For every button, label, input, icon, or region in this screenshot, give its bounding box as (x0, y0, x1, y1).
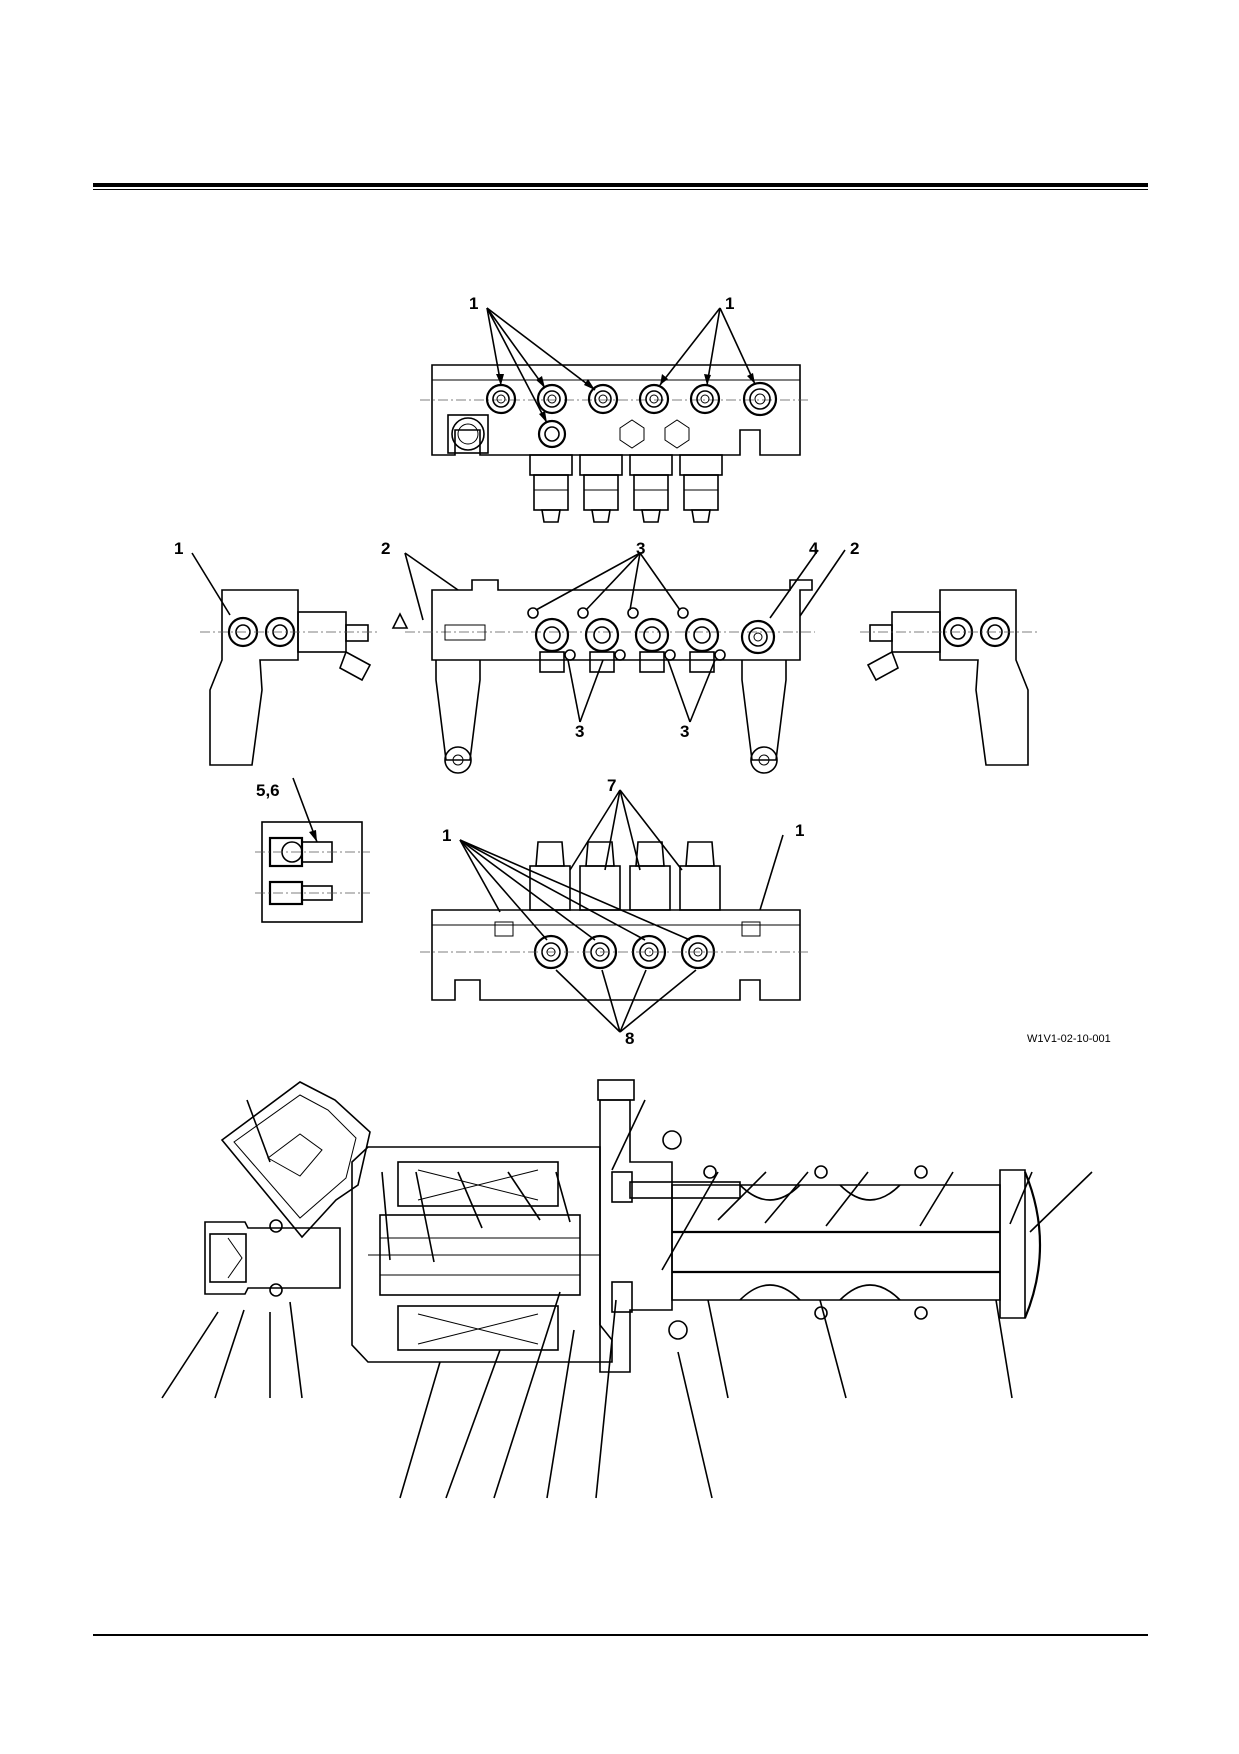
callout-ports-top-left: 1 (469, 294, 479, 313)
callout-solenoid-mount-top: 3 (636, 539, 646, 558)
callout-front-screws-right: 2 (850, 539, 860, 558)
callout-solenoid-mount-bottom-right: 3 (680, 722, 690, 741)
detail-view-5-6 (255, 777, 370, 923)
callout-bottom-view-right-port: 1 (795, 821, 805, 840)
solenoid-section-drawing (161, 1079, 1093, 1499)
callout-detail-parts: 5,6 (256, 781, 280, 800)
callout-solenoid-connectors: 7 (607, 776, 617, 795)
callout-front-plug: 4 (809, 539, 819, 558)
callout-left-view-port: 1 (174, 539, 184, 558)
leader-lines-top-left (486, 307, 596, 424)
callout-bottom-view-ports: 1 (442, 826, 452, 845)
footer-rule (93, 1634, 1148, 1636)
callout-ports-top-right: 1 (725, 294, 735, 313)
callout-bottom-view-fittings: 8 (625, 1029, 635, 1048)
leader-lines-front (191, 549, 846, 723)
figure-id: W1V1-02-10-001 (1027, 1033, 1111, 1045)
callout-front-screws: 2 (381, 539, 391, 558)
leader-lines-bottom (459, 789, 784, 1033)
bottom-view-block (420, 841, 810, 1001)
top-view-block (420, 364, 810, 523)
leader-lines-top-right (659, 307, 756, 386)
header-rule (93, 183, 1148, 187)
left-side-view (200, 589, 380, 766)
header-rule-thin (93, 189, 1148, 190)
front-view-block (391, 579, 815, 774)
callout-solenoid-mount-bottom-left: 3 (575, 722, 585, 741)
right-side-view (860, 589, 1040, 766)
